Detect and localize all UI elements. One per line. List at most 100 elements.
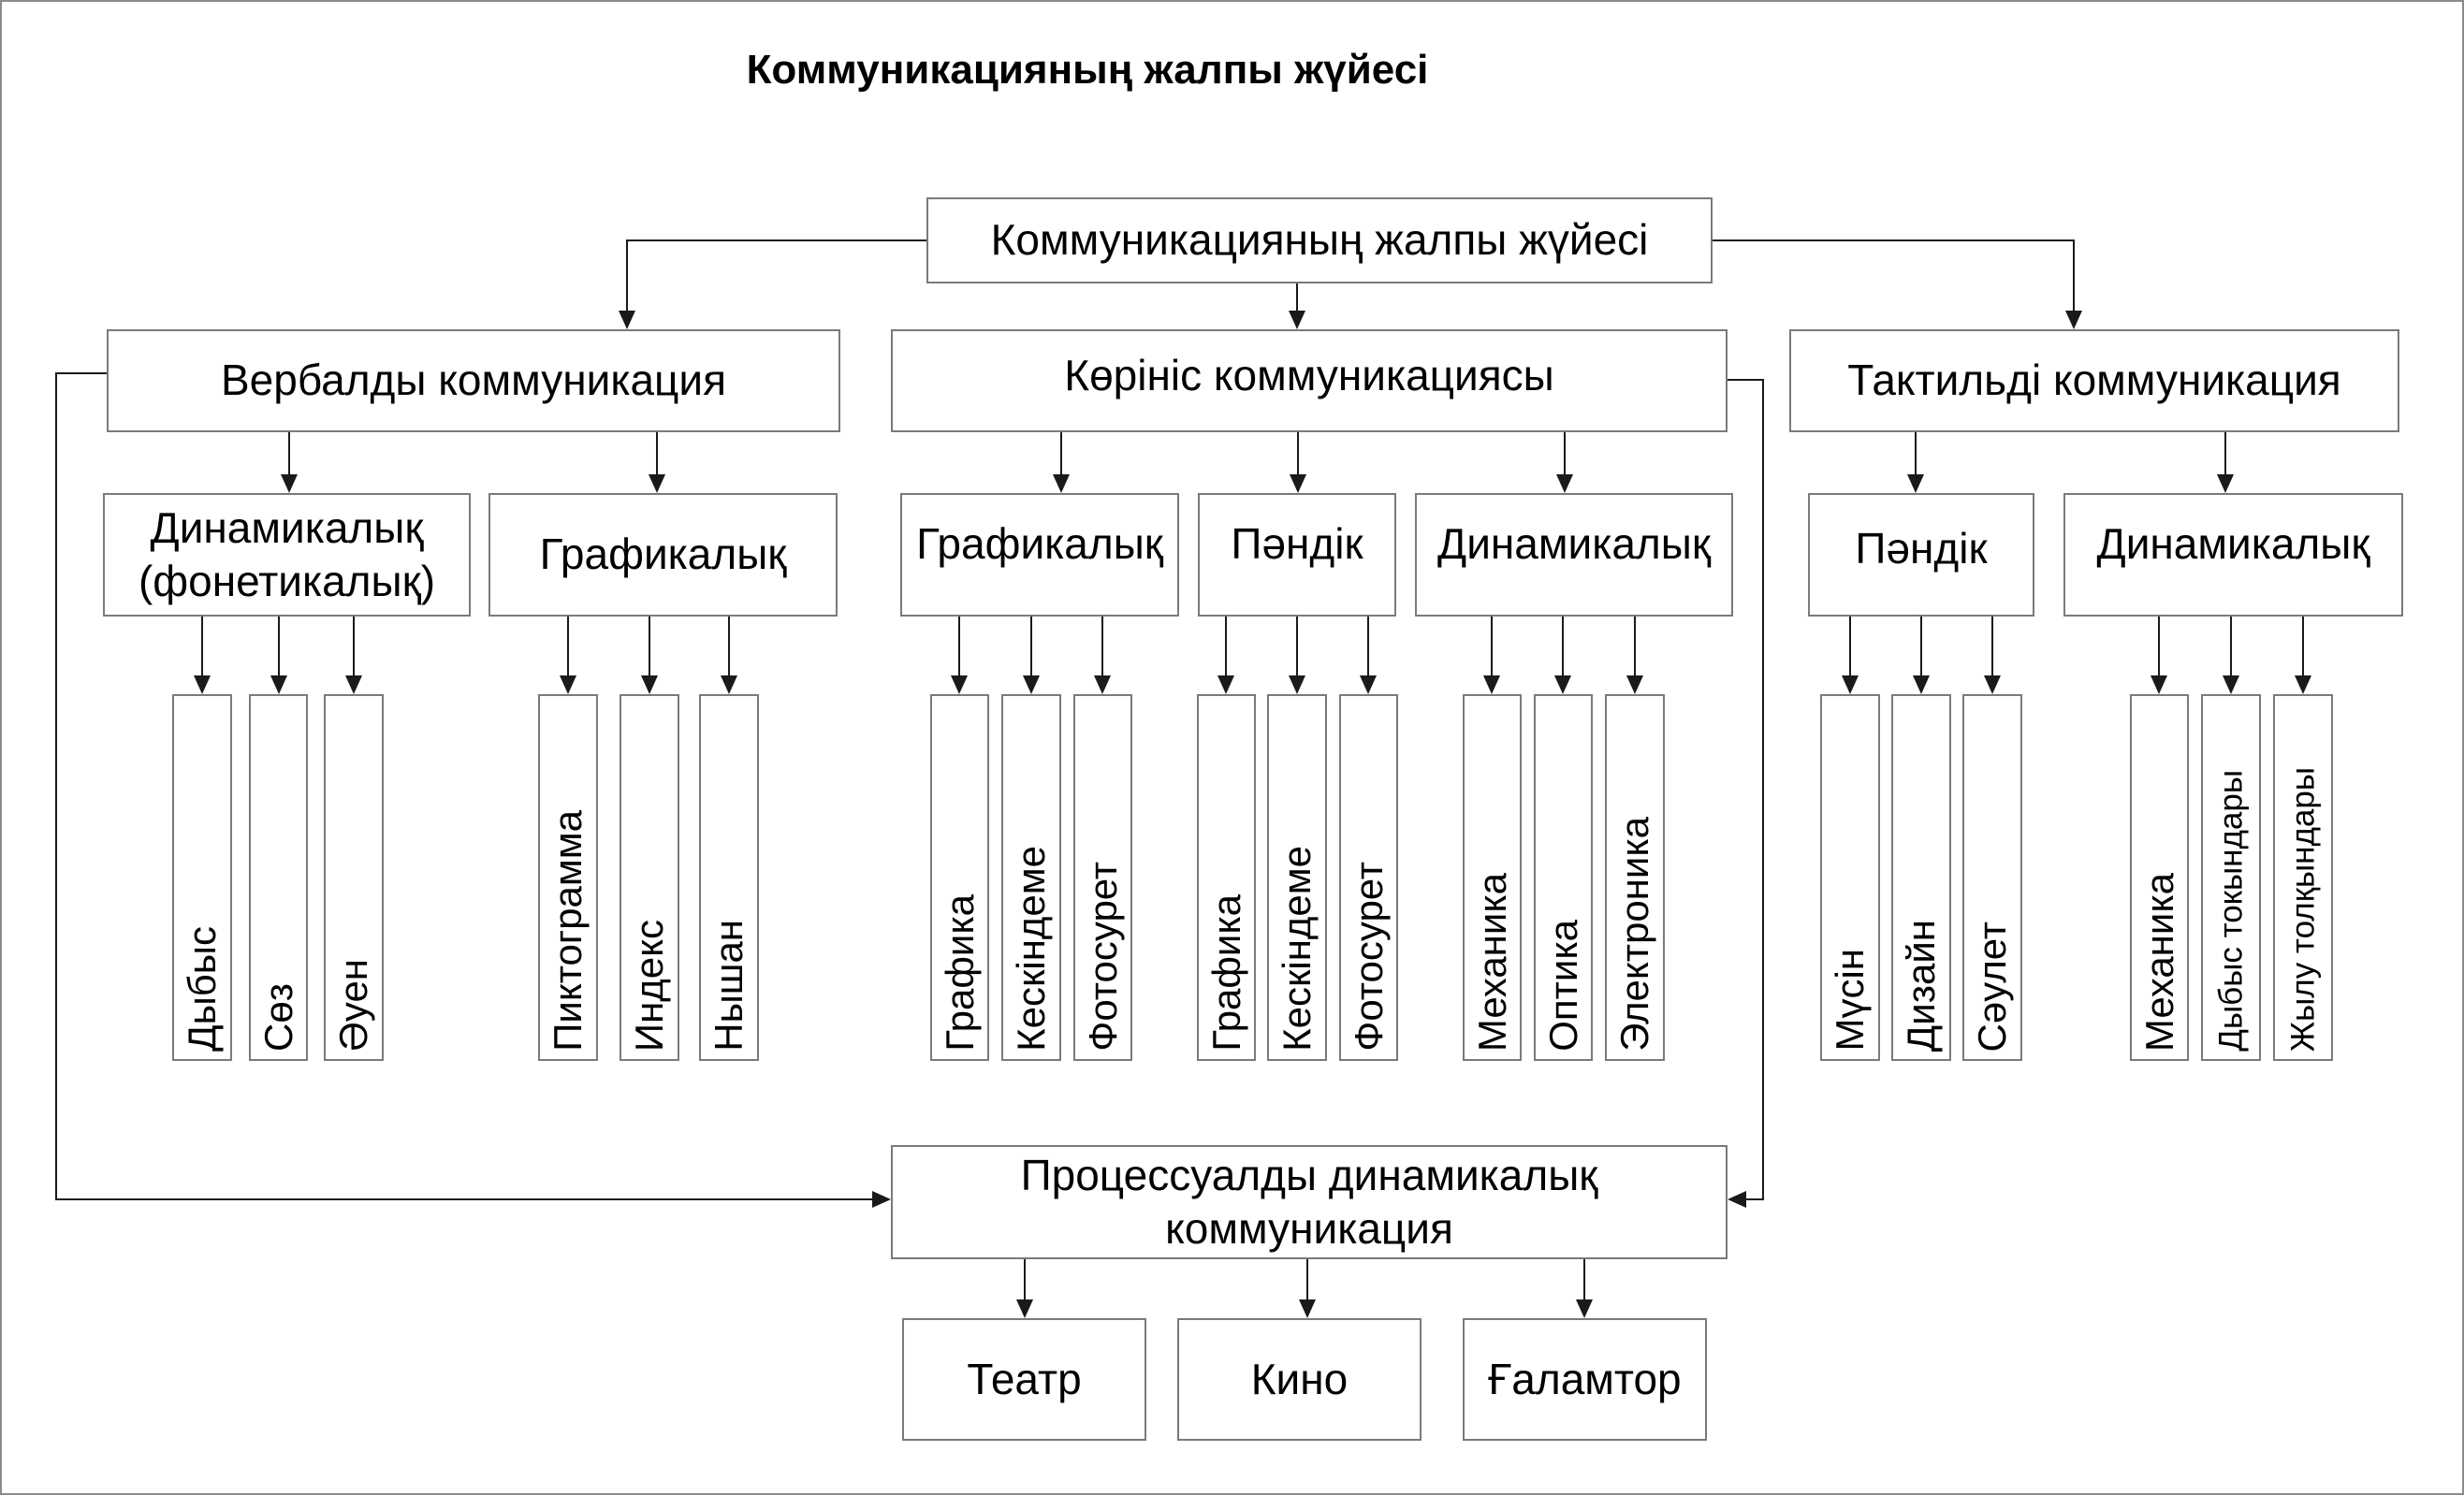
leaf-verbal-graphic-3: Нышан (699, 694, 759, 1061)
arrowhead-icon (1053, 474, 1070, 493)
leaf-label: Дыбыс токындары (2212, 770, 2250, 1052)
arrowhead-icon (1217, 675, 1234, 694)
arrowhead-icon (1094, 675, 1111, 694)
connector-visual-process (1728, 379, 1764, 1200)
leaf-label: Фотосурет (1346, 862, 1391, 1052)
node-tactile-subject: Пәндік (1808, 493, 2034, 617)
node-verbal: Вербалды коммуникация (107, 329, 840, 432)
leaf-visual-graphic-1: Графика (930, 694, 989, 1061)
arrowhead-icon (1289, 675, 1305, 694)
diagram-title: Коммуникацияның жалпы жүйесі (746, 47, 1429, 93)
arrowhead-icon (1554, 675, 1571, 694)
arrowhead-icon (1913, 675, 1930, 694)
leaf-label: Механика (1469, 872, 1514, 1052)
arrowhead-icon (2295, 675, 2311, 694)
leaf-label: Кескіндеме (1275, 846, 1319, 1052)
leaf-label: Электроника (1612, 817, 1656, 1052)
arrowhead-icon (1023, 675, 1040, 694)
leaf-label: Дизайн (1899, 919, 1943, 1052)
arrowhead-icon (1984, 675, 2001, 694)
arrowhead-icon (1483, 675, 1500, 694)
node-visual-dynamic: Динамикалық (1415, 493, 1733, 617)
connector-root-tactile (1713, 239, 2075, 312)
node-process-theatre: Театр (902, 1318, 1146, 1441)
leaf-label: Оптика (1540, 920, 1585, 1052)
leaf-label: Кескіндеме (1009, 846, 1053, 1052)
leaf-tactile-subject-1: Мүсін (1820, 694, 1880, 1061)
node-visual: Көрініс коммуникациясы (891, 329, 1728, 432)
leaf-label: Сәулет (1970, 921, 2014, 1052)
leaf-visual-graphic-3: Фотосурет (1073, 694, 1132, 1061)
leaf-tactile-subject-2: Дизайн (1891, 694, 1951, 1061)
arrowhead-icon (1289, 311, 1305, 329)
node-process-cinema: Кино (1177, 1318, 1422, 1441)
leaf-visual-subject-3: Фотосурет (1339, 694, 1398, 1061)
arrowhead-icon (1016, 1299, 1033, 1318)
arrowhead-icon (1576, 1299, 1593, 1318)
arrowhead-icon (641, 675, 658, 694)
arrowhead-icon (1842, 675, 1859, 694)
leaf-verbal-dynamic-3: Әуен (324, 694, 384, 1061)
node-verbal-graphic: Графикалық (488, 493, 838, 617)
node-root: Коммуникацияның жалпы жүйесі (926, 197, 1713, 283)
arrowhead-icon (1290, 474, 1306, 493)
node-visual-graphic: Графикалық (900, 493, 1179, 617)
leaf-tactile-subject-3: Сәулет (1962, 694, 2022, 1061)
leaf-visual-graphic-2: Кескіндеме (1001, 694, 1061, 1061)
leaf-label: Графика (937, 894, 982, 1052)
connector-verbal-process (55, 372, 872, 1200)
leaf-visual-subject-1: Графика (1197, 694, 1256, 1061)
arrowhead-icon (194, 675, 211, 694)
leaf-verbal-dynamic-1: Дыбыс (172, 694, 232, 1061)
arrowhead-icon (2151, 675, 2167, 694)
arrowhead-icon (649, 474, 665, 493)
leaf-label: Пиктограмма (546, 810, 590, 1052)
arrowhead-icon (2217, 474, 2234, 493)
leaf-tactile-dynamic-1: Механика (2130, 694, 2189, 1061)
leaf-label: Әуен (331, 959, 375, 1052)
leaf-label: Сөз (255, 983, 300, 1052)
arrowhead-icon (2065, 311, 2082, 329)
arrowhead-icon (1556, 474, 1573, 493)
leaf-label: Индекс (627, 919, 671, 1052)
node-tactile: Тактильді коммуникация (1789, 329, 2399, 432)
leaf-label: Фотосурет (1080, 862, 1125, 1052)
arrowhead-icon (1907, 474, 1924, 493)
node-process: Процессуалды динамикалық коммуникация (891, 1145, 1728, 1259)
node-visual-subject: Пәндік (1198, 493, 1396, 617)
leaf-tactile-dynamic-3: Жылу толқындары (2273, 694, 2333, 1061)
leaf-tactile-dynamic-2: Дыбыс токындары (2201, 694, 2261, 1061)
arrowhead-icon (1360, 675, 1377, 694)
leaf-label: Жылу толқындары (2284, 766, 2322, 1052)
connector-root-verbal (626, 239, 926, 312)
arrowhead-icon (1626, 675, 1643, 694)
leaf-verbal-graphic-2: Индекс (620, 694, 679, 1061)
leaf-visual-dynamic-1: Механика (1463, 694, 1522, 1061)
leaf-verbal-dynamic-2: Сөз (249, 694, 308, 1061)
arrowhead-icon (951, 675, 968, 694)
arrowhead-icon (619, 311, 635, 329)
node-verbal-dynamic: Динамикалық (фонетикалық) (103, 493, 471, 617)
arrowhead-icon (560, 675, 576, 694)
leaf-visual-dynamic-2: Оптика (1534, 694, 1593, 1061)
arrowhead-icon (721, 675, 737, 694)
leaf-label: Механика (2136, 872, 2181, 1052)
leaf-visual-subject-2: Кескіндеме (1267, 694, 1327, 1061)
arrowhead-icon (872, 1191, 891, 1208)
arrowhead-icon (270, 675, 287, 694)
arrowhead-icon (281, 474, 298, 493)
arrowhead-icon (2223, 675, 2239, 694)
leaf-label: Мүсін (1828, 949, 1872, 1052)
leaf-verbal-graphic-1: Пиктограмма (538, 694, 598, 1061)
node-tactile-dynamic: Динамикалық (2063, 493, 2403, 617)
leaf-label: Графика (1203, 894, 1248, 1052)
leaf-label: Дыбыс (180, 926, 224, 1052)
node-process-internet: Ғаламтор (1463, 1318, 1707, 1441)
leaf-label: Нышан (707, 920, 751, 1052)
arrowhead-icon (345, 675, 362, 694)
arrowhead-icon (1728, 1191, 1746, 1208)
leaf-visual-dynamic-3: Электроника (1605, 694, 1665, 1061)
arrowhead-icon (1299, 1299, 1316, 1318)
